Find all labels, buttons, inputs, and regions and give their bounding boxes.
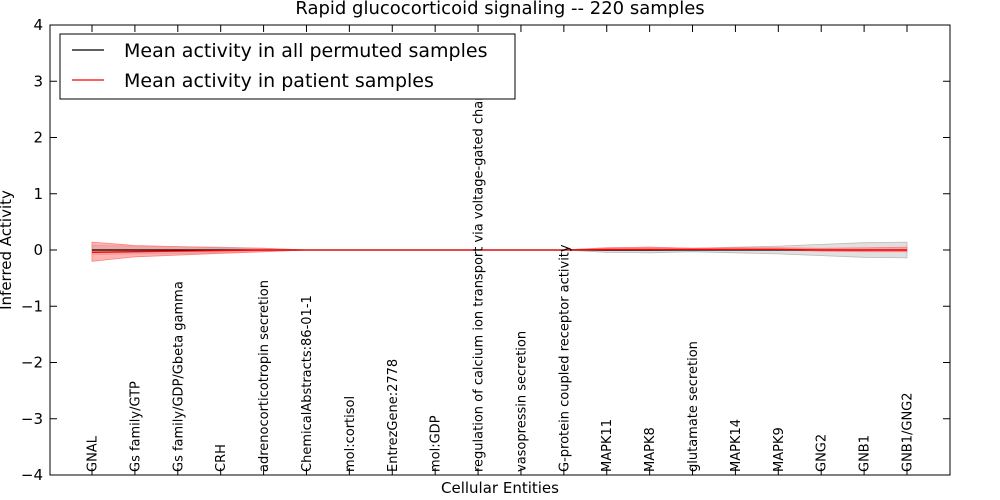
legend-label-patient: Mean activity in patient samples [124,70,434,92]
category-label: MAPK11 [600,419,615,472]
y-tick-label: −4 [21,466,43,484]
category-label: CRH [214,444,229,472]
legend-label-permuted: Mean activity in all permuted samples [124,40,487,62]
category-labels: GNAL Gs family/GTP Gs family/GDP/Gbeta gam… [86,73,916,472]
y-tick-label: 3 [33,72,43,90]
series-lines [91,248,908,253]
y-tick-label: −1 [21,297,43,315]
category-label: regulation of calcium ion transport via … [472,73,487,472]
category-label: adrenocorticotropin secretion [257,280,272,472]
category-label: GNB1 [858,435,873,472]
chart-title: Rapid glucocorticoid signaling -- 220 sa… [295,0,704,19]
y-tick-label: −2 [21,354,43,372]
category-label: vasopressin secretion [514,331,529,472]
y-tick-label: 1 [33,185,43,203]
y-tick-label: −3 [21,410,43,428]
x-axis-label: Cellular Entities [441,479,559,497]
category-label: GNB1/GNG2 [901,392,916,472]
category-label: GNG2 [815,434,830,472]
x-axis-ticks [91,25,908,475]
category-label: glutamate secretion [686,341,701,472]
legend-box [59,33,516,100]
y-tick-label: 2 [33,129,43,147]
category-label: mol:GDP [429,415,444,472]
y-tick-label: 0 [33,241,43,259]
category-label: MAPK14 [729,419,744,472]
category-label: EntrezGene:2778 [386,359,401,472]
y-axis-label: Inferred Activity [0,190,15,310]
category-label: ChemicalAbstracts:86-01-1 [300,295,315,472]
confidence-bands [91,241,908,262]
category-label: mol:cortisol [343,396,358,472]
line-series-1 [91,248,907,253]
category-label: G-protein coupled receptor activity [557,244,572,472]
category-label: Gs family/GDP/Gbeta gamma [171,281,186,472]
category-label: Gs family/GTP [128,381,143,472]
category-label: MAPK8 [643,427,658,472]
category-label: GNAL [86,435,101,472]
category-label: MAPK9 [772,427,787,472]
y-tick-label: 4 [33,16,43,34]
legend: Mean activity in all permuted samples Me… [59,33,516,100]
y-axis-ticks: 4 3 2 1 0 −1 −2 −3 −4 [21,16,950,484]
